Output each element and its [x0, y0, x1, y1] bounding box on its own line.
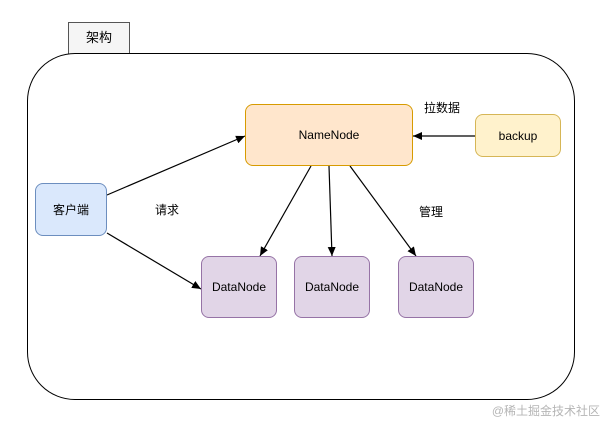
edge-label-pull-data: 拉数据 [424, 101, 461, 115]
edge-label-request: 请求 [155, 203, 180, 217]
namenode-node-label: NameNode [298, 128, 360, 142]
frame-title-tab: 架构 [68, 22, 130, 54]
architecture-frame [27, 53, 575, 400]
datanode-node-2: DataNode [294, 256, 370, 318]
watermark: @稀土掘金技术社区 [491, 404, 600, 418]
client-node: 客户端 [35, 183, 107, 236]
datanode-node-label: DataNode [211, 280, 267, 294]
datanode-node-1: DataNode [201, 256, 277, 318]
client-node-label: 客户端 [52, 203, 89, 217]
backup-node-label: backup [498, 128, 538, 143]
datanode-node-label: DataNode [408, 280, 464, 294]
edge-label-manage: 管理 [419, 205, 444, 219]
frame-title: 架构 [85, 30, 112, 45]
datanode-node-label: DataNode [304, 280, 360, 294]
namenode-node: NameNode [245, 104, 413, 166]
datanode-node-3: DataNode [398, 256, 474, 318]
backup-node: backup [475, 114, 561, 157]
